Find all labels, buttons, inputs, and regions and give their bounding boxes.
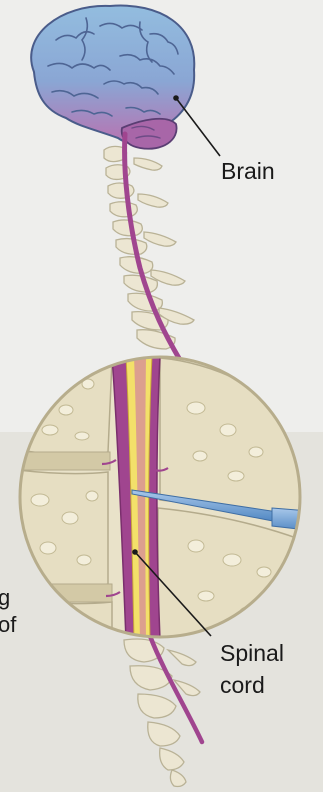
spinal-cord-label-line1: Spinal [220, 638, 284, 668]
brain-leader-dot [173, 95, 179, 101]
brain-label: Brain [221, 156, 275, 186]
cropped-text-line1: g [0, 585, 10, 611]
cropped-text-line2: of [0, 612, 16, 638]
spinal-cord-label-line2: cord [220, 670, 265, 700]
spinal-cord-leader-dot [132, 549, 138, 555]
